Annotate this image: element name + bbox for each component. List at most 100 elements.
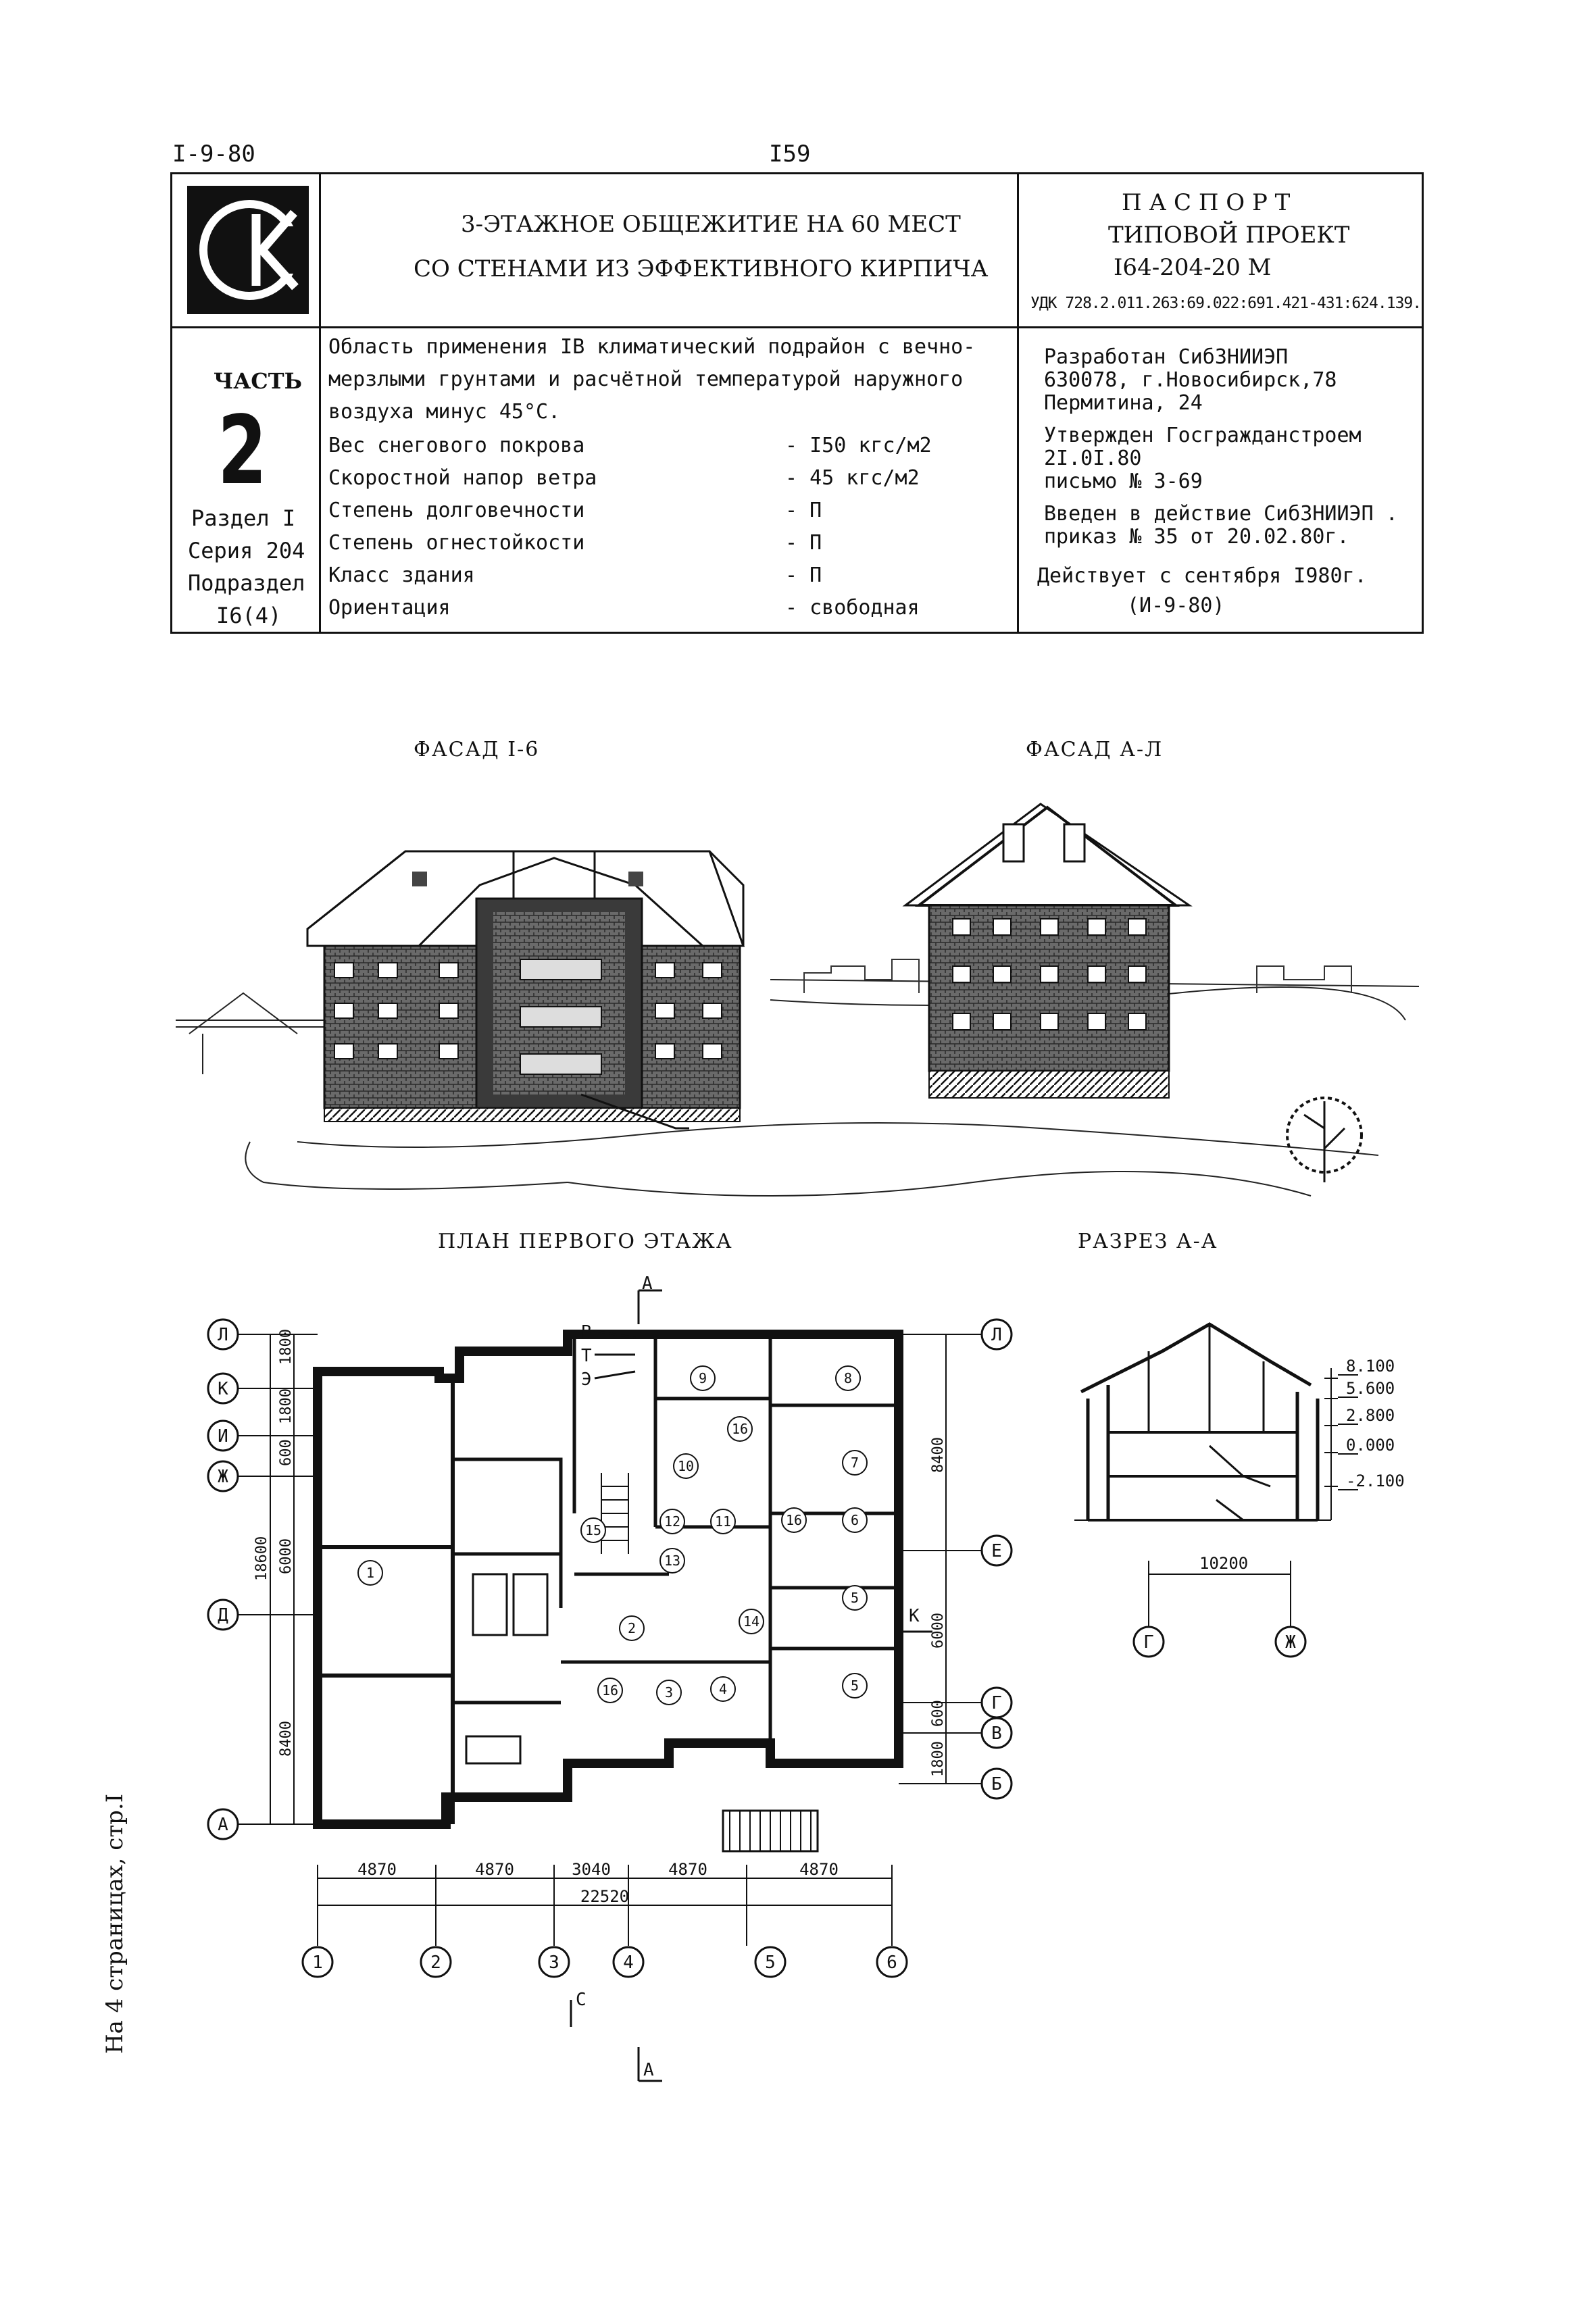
param-name: Класс здания	[328, 563, 475, 587]
level-label: 5.600	[1346, 1379, 1395, 1398]
axis-label: К	[218, 1379, 228, 1399]
dim-label: 1800	[278, 1329, 295, 1365]
project-title-line1: 3-ЭТАЖНОЕ ОБЩЕЖИТИЕ НА 60 МЕСТ	[461, 211, 961, 238]
entry-mark: В	[581, 1322, 592, 1342]
axis-label: 2	[430, 1953, 441, 1973]
dim-label: 8400	[930, 1437, 947, 1473]
doc-code: I-9-80	[172, 141, 255, 168]
valid-line1: Действует с сентября I980г.	[1037, 564, 1367, 588]
application-line2: мерзлыми грунтами и расчётной температур…	[328, 368, 964, 391]
part-label: ЧАСТЬ	[214, 368, 302, 394]
project-title-line2: СО СТЕНАМИ ИЗ ЭФФЕКТИВНОГО КИРПИЧА	[414, 255, 989, 282]
room-number: 2	[628, 1620, 636, 1636]
section-caption: РАЗРЕЗ А-А	[1078, 1230, 1218, 1253]
plan-axes-left	[207, 1318, 318, 1840]
param-value: - П	[785, 499, 822, 522]
room-number: 7	[851, 1455, 859, 1471]
dim-label: 4870	[668, 1860, 707, 1879]
subsection-value: I6(4)	[216, 603, 282, 628]
dim-label: 600	[278, 1439, 295, 1466]
section-mark: А	[642, 1274, 653, 1294]
axis-label: И	[218, 1426, 228, 1447]
axis-label: Л	[218, 1325, 228, 1345]
valid-line2: (И-9-80)	[1127, 594, 1225, 618]
plan-axes-right	[899, 1318, 1013, 1800]
dim-label: 1800	[278, 1388, 295, 1424]
level-label: 0.000	[1346, 1436, 1395, 1455]
level-label: 8.100	[1346, 1357, 1395, 1376]
facade-1-6-caption: ФАСАД I-6	[414, 738, 540, 761]
axis-label: 1	[312, 1953, 323, 1973]
room-number: 10	[678, 1458, 694, 1474]
application-line1: Область применения IB климатический подр…	[328, 335, 976, 359]
sk-logo	[187, 186, 309, 314]
axis-label: Д	[218, 1605, 228, 1626]
axis-label: 4	[623, 1953, 634, 1973]
room-number: 5	[851, 1590, 859, 1606]
dim-label: 6000	[930, 1613, 947, 1649]
axis-label: 5	[765, 1953, 776, 1973]
room-number: 5	[851, 1678, 859, 1694]
level-label: 2.800	[1346, 1406, 1395, 1425]
axis-label: Г	[991, 1693, 1002, 1713]
room-number: 16	[786, 1512, 802, 1528]
param-name: Ориентация	[328, 596, 451, 620]
c-mark: С	[576, 1990, 587, 2010]
dim-label: 3040	[572, 1860, 611, 1879]
dim-label: 6000	[278, 1538, 295, 1574]
param-value: - П	[785, 563, 822, 587]
section-drawing: 8.100 5.600 2.800 0.000 -2.100 10200 Г Ж	[1074, 1322, 1405, 1658]
intro-line2: приказ № 35 от 20.02.80г.	[1044, 525, 1349, 549]
dim-label: 4870	[799, 1860, 839, 1879]
section-width-label: 10200	[1199, 1554, 1248, 1573]
facade-a-l-caption: ФАСАД А-Л	[1026, 738, 1164, 761]
axis-label: Ж	[1285, 1632, 1296, 1653]
param-value: - 45 кгс/м2	[785, 466, 920, 490]
subsection-label: Подраздел	[188, 570, 305, 596]
facade-1-6-drawing	[306, 850, 745, 1130]
axis-label: 3	[549, 1953, 559, 1973]
dim-label: 4870	[475, 1860, 514, 1879]
dim-label: 18600	[253, 1536, 270, 1581]
dim-label: 600	[930, 1700, 947, 1727]
approved-line1: Утвержден Госгражданстроем	[1044, 424, 1362, 447]
total-width-label: 22520	[580, 1887, 629, 1906]
level-label: -2.100	[1346, 1472, 1405, 1490]
approved-line2: 2I.0I.80	[1044, 447, 1142, 470]
axis-label: Ж	[218, 1467, 228, 1487]
room-number: 6	[851, 1512, 859, 1528]
param-name: Степень огнестойкости	[328, 531, 585, 555]
dim-label: 8400	[278, 1721, 295, 1757]
room-number: 1	[366, 1565, 374, 1581]
room-number: 4	[719, 1681, 727, 1697]
room-number: 16	[732, 1421, 748, 1437]
room-number: 14	[743, 1613, 759, 1630]
room-number: 8	[844, 1370, 852, 1386]
developer-line3: Пермитина, 24	[1044, 391, 1203, 415]
facades-drawing	[176, 803, 1419, 1197]
axis-label: Г	[1143, 1632, 1154, 1653]
axis-label: В	[991, 1724, 1002, 1744]
param-name: Степень долговечности	[328, 499, 585, 522]
room-number: 12	[664, 1513, 680, 1530]
param-name: Вес снегового покрова	[328, 434, 585, 457]
param-value: - I50 кгс/м2	[785, 434, 932, 457]
param-value: - П	[785, 531, 822, 555]
application-line3: воздуха минус 45°C.	[328, 400, 561, 424]
room-number: 13	[664, 1553, 680, 1569]
developer-line2: 630078, г.Новосибирск,78	[1044, 368, 1337, 392]
axis-label: А	[218, 1815, 228, 1835]
page-number: I59	[769, 141, 811, 168]
room-number: 11	[715, 1513, 731, 1530]
sk-logo-icon	[199, 200, 309, 300]
series-label: Серия 204	[188, 538, 305, 563]
entry-mark: Э	[581, 1369, 592, 1390]
tree-sketch	[1286, 1097, 1363, 1182]
axis-label: Е	[991, 1541, 1002, 1561]
passport-label: П А С П О Р Т	[1122, 189, 1291, 216]
k-mark: К	[909, 1606, 920, 1626]
room-number: 9	[699, 1370, 707, 1386]
section-label: Раздел I	[191, 505, 296, 531]
udk-code: УДК 728.2.011.263:69.022:691.421-431:624…	[1030, 295, 1422, 312]
part-number: 2	[218, 396, 268, 506]
